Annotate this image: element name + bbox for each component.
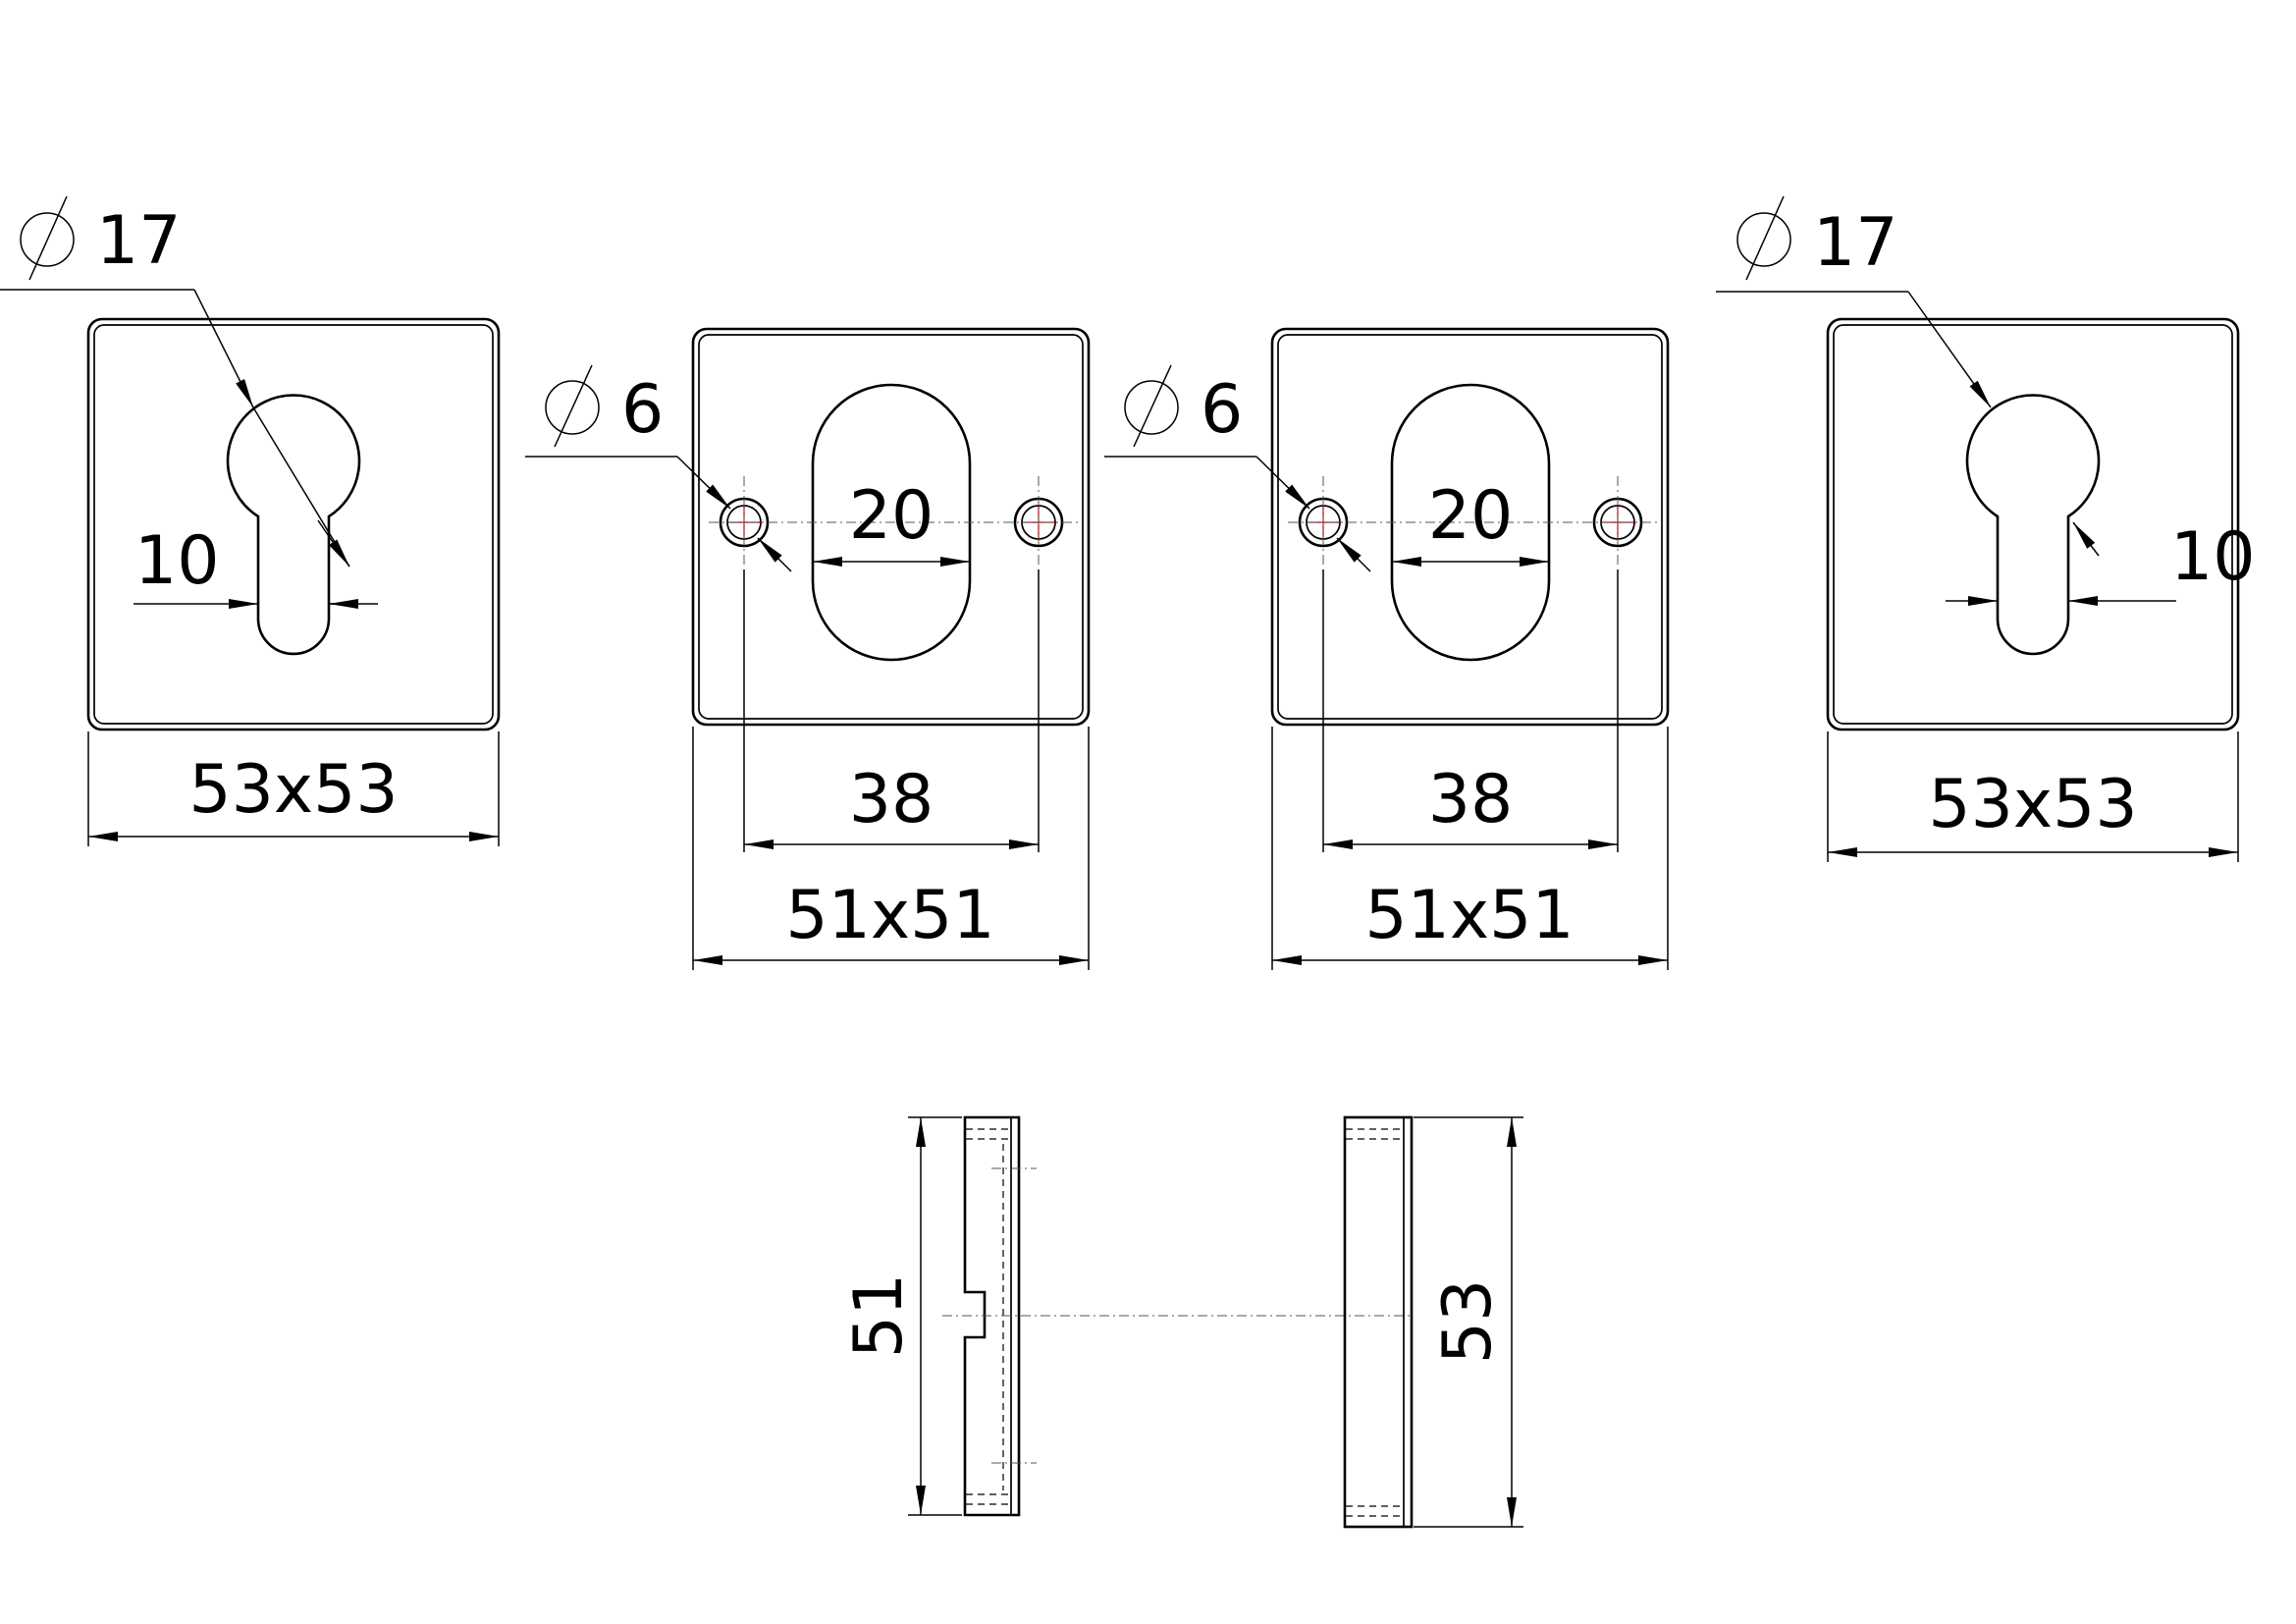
side-view-left-outline	[963, 1115, 1021, 1517]
side-view-left-height-value: 51	[840, 1273, 918, 1359]
plate-3-oval-opening	[1390, 383, 1551, 662]
plate-2-front-view: 6 20 38 51x51	[525, 327, 1091, 970]
plate-3-front-view: 6 20 38 51x51	[1104, 327, 1670, 970]
plate-1-outer-size-value: 53x53	[188, 751, 398, 829]
plate-2-hole-diameter-value: 6	[621, 371, 664, 449]
side-view-right: 53	[1343, 1115, 1523, 1529]
plate-1-cylinder-slot	[226, 394, 361, 656]
plate-3-hole-spacing-value: 38	[1428, 761, 1514, 839]
plate-4-diameter-value: 17	[1813, 204, 1898, 282]
plate-3-hole-diameter-value: 6	[1201, 371, 1243, 449]
side-view-left: 51	[840, 1115, 1037, 1517]
plate-2-outer-size-value: 51x51	[785, 877, 994, 954]
plate-1-diameter-value: 17	[96, 202, 182, 280]
plate-4-slot-width-value: 10	[2170, 518, 2256, 596]
plate-1-slot-width-value: 10	[134, 522, 220, 600]
side-view-right-outline	[1343, 1115, 1414, 1529]
plate-2-opening-width-value: 20	[849, 477, 934, 555]
plate-3-opening-width-value: 20	[1428, 477, 1514, 555]
side-view-right-height-value: 53	[1429, 1279, 1507, 1365]
plate-3-outer-size-value: 51x51	[1364, 877, 1574, 954]
plate-2-hole-spacing-value: 38	[849, 761, 934, 839]
plate-2-oval-opening	[811, 383, 972, 662]
plate-4-front-view: 17 10 53x53	[1716, 195, 2256, 862]
plate-1-front-view: 17 10 53x53	[0, 195, 501, 846]
plate-4-outer-size-value: 53x53	[1928, 766, 2137, 843]
plate-4-cylinder-slot	[1965, 394, 2101, 656]
